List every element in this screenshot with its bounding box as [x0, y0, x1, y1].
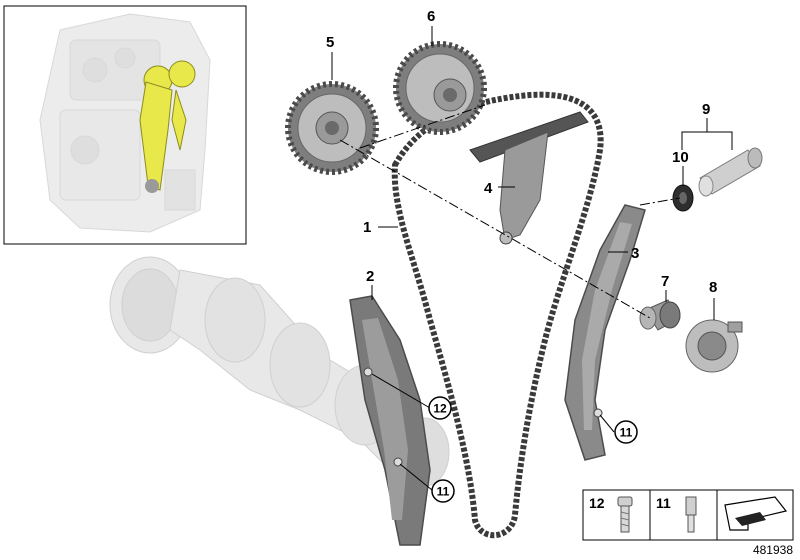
arrow-icon — [724, 496, 788, 531]
callout-3: 3 — [631, 245, 639, 262]
circled-callout-12: 12 — [428, 396, 452, 420]
camshaft-sprocket-exhaust — [393, 41, 487, 135]
callout-7: 7 — [661, 273, 669, 290]
callout-8: 8 — [709, 279, 717, 296]
legend-box: 12 11 — [582, 489, 794, 541]
alignment-lines — [339, 104, 681, 319]
sealing-ring — [672, 184, 694, 212]
timing-chain — [391, 91, 604, 539]
legend-number-11: 11 — [656, 495, 671, 511]
svg-text:11: 11 — [620, 426, 633, 440]
callout-1: 1 — [363, 219, 371, 236]
callout-6: 6 — [427, 8, 435, 25]
leader-lines — [331, 26, 733, 491]
tensioner-rail — [564, 204, 646, 461]
callout-9: 9 — [702, 101, 710, 118]
callout-4: 4 — [484, 180, 493, 197]
legend-number-12: 12 — [589, 495, 605, 511]
document-id: 481938 — [753, 543, 793, 557]
circled-callout-11: 11 — [431, 479, 455, 503]
circled-callout-11: 11 — [614, 420, 638, 444]
callout-labels: 1 2 3 4 5 6 7 8 9 10 — [326, 8, 717, 296]
callout-10: 10 — [672, 149, 689, 166]
bolt-icon — [617, 496, 633, 533]
highlighted-chain-drive — [139, 60, 196, 191]
engine-overview-inset — [3, 5, 247, 245]
central-valve — [639, 299, 681, 331]
guide-rail — [349, 295, 431, 546]
svg-text:11: 11 — [437, 485, 450, 499]
callout-5: 5 — [326, 34, 334, 51]
circled-callouts: 12 11 11 — [428, 396, 638, 503]
callout-2: 2 — [366, 268, 374, 285]
pin-icon — [685, 496, 697, 533]
chain-tensioner — [698, 147, 763, 197]
vanos-adjuster — [685, 319, 743, 373]
svg-text:12: 12 — [433, 402, 447, 416]
slide-rail — [469, 111, 589, 245]
camshaft-sprocket-intake — [285, 81, 379, 175]
